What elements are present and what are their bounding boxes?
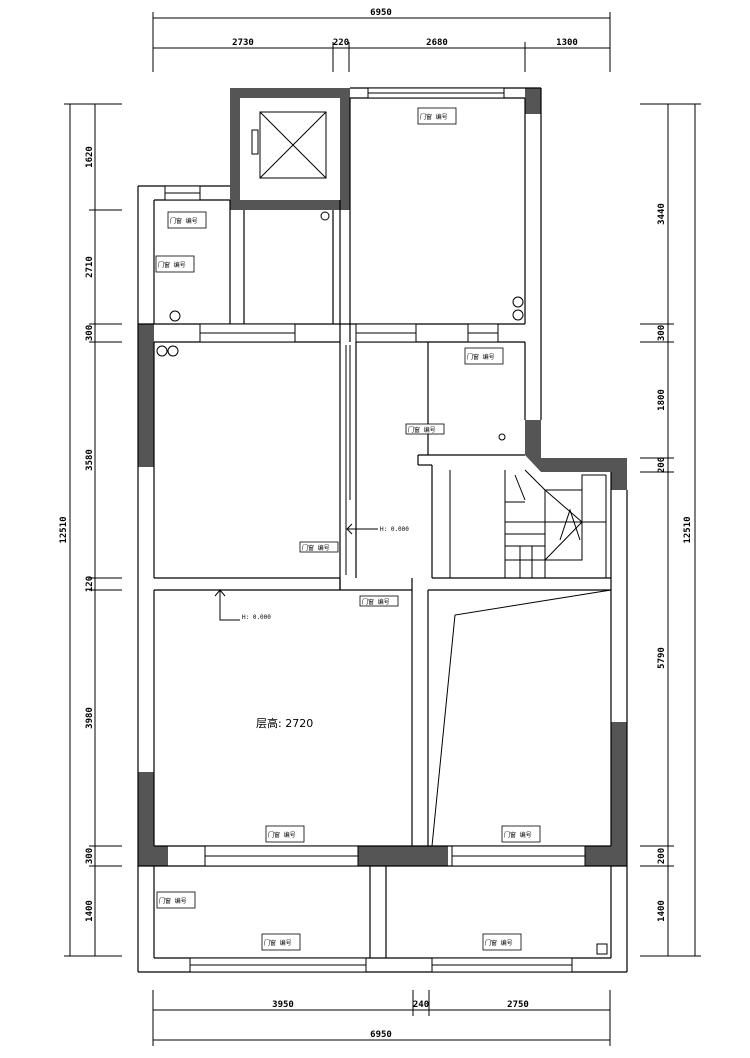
left-dimension-5: 120 (85, 576, 95, 592)
window-mid-3 (467, 323, 499, 343)
top-dimension-3: 2680 (426, 38, 448, 48)
tag-label: 门窗 编号 (504, 831, 532, 839)
bottom-dimension-1: 3950 (272, 1000, 294, 1010)
window-left-small (164, 185, 201, 201)
tag-box (156, 891, 196, 909)
tags (155, 107, 541, 951)
right-dimension-chain (640, 103, 701, 957)
top-dimension-chain (152, 12, 611, 72)
top-dimension-4: 1300 (556, 38, 578, 48)
window-mid-1 (199, 323, 296, 343)
tag-label: 门窗 编号 (158, 261, 186, 269)
tag-box (359, 595, 399, 607)
top-total-dimension: 6950 (370, 8, 392, 18)
pipe-icon (167, 345, 179, 357)
right-total-dimension: 12510 (683, 516, 693, 543)
staircase (449, 469, 607, 578)
socket-icon (498, 433, 506, 441)
tag-label: 门窗 编号 (159, 897, 187, 905)
tag-label: 门窗 编号 (408, 426, 436, 434)
left-dimension-6: 3980 (85, 707, 95, 729)
floor-drain-icon (596, 943, 608, 955)
tag-label: 门窗 编号 (485, 939, 513, 947)
tag-box (155, 255, 195, 273)
level-mark-1: H: 0.000 (380, 526, 409, 533)
level-marker-1 (346, 523, 378, 535)
tag-box (417, 107, 457, 125)
right-dimension-1: 3440 (657, 203, 667, 225)
tag-box (464, 347, 504, 365)
window-top (367, 87, 505, 99)
tag-label: 门窗 编号 (467, 353, 495, 361)
closet-diagonal (431, 589, 612, 847)
fixtures (156, 211, 608, 955)
bottom-dimension-3: 2750 (507, 1000, 529, 1010)
right-dimension-3: 1800 (657, 389, 667, 411)
left-dimension-1: 1620 (85, 146, 95, 168)
drain-icon (320, 211, 330, 221)
tag-box (482, 933, 522, 951)
pipe-icon (512, 309, 524, 321)
right-dimension-2: 300 (657, 325, 667, 341)
pipe-icon (156, 345, 168, 357)
top-dimension-2: 220 (333, 38, 349, 48)
bottom-dimension-chain (152, 990, 611, 1046)
tag-label: 门窗 编号 (302, 544, 330, 552)
tag-label: 门窗 编号 (268, 831, 296, 839)
pipe-icon (512, 296, 524, 308)
partition (345, 345, 351, 575)
left-dimension-8: 1400 (85, 900, 95, 922)
tag-box (167, 211, 207, 229)
right-dimension-6: 200 (657, 848, 667, 864)
concrete-walls (138, 88, 627, 866)
pipe-icon (169, 310, 181, 322)
tag-box (405, 423, 445, 435)
tag-label: 门窗 编号 (264, 939, 292, 947)
left-dimension-4: 3580 (85, 449, 95, 471)
tag-box (299, 541, 339, 553)
window-bottom-right (451, 845, 586, 867)
left-dimension-chain (64, 103, 122, 957)
window-balcony-right (431, 957, 573, 973)
tag-labels: 门窗 编号 门窗 编号 门窗 编号 门窗 编号 门窗 编号 门窗 编号 门窗 编… (158, 113, 532, 947)
elevator-symbol (251, 111, 327, 179)
left-total-dimension: 12510 (59, 516, 69, 543)
tag-label: 门窗 编号 (170, 217, 198, 225)
tag-box (265, 825, 305, 843)
bottom-dimension-2: 240 (413, 1000, 429, 1010)
level-marker-2 (214, 589, 240, 621)
right-dimension-4: 200 (657, 457, 667, 473)
right-dimension-7: 1400 (657, 900, 667, 922)
tag-box (261, 933, 301, 951)
tag-label: 门窗 编号 (420, 113, 448, 121)
right-dimension-5: 5790 (657, 647, 667, 669)
tag-box (501, 825, 541, 843)
left-dimension-2: 2710 (85, 256, 95, 278)
window-balcony-left (189, 957, 367, 973)
window-bottom-left (204, 845, 359, 867)
bottom-total-dimension: 6950 (370, 1030, 392, 1040)
ceiling-height-label: 层高: 2720 (256, 716, 313, 730)
left-dimension-3: 300 (85, 325, 95, 341)
window-mid-2 (355, 323, 417, 343)
left-dimension-7: 300 (85, 848, 95, 864)
tag-label: 门窗 编号 (362, 598, 390, 606)
windows (164, 87, 586, 973)
level-mark-2: H: 0.000 (242, 614, 271, 621)
top-dimension-1: 2730 (232, 38, 254, 48)
